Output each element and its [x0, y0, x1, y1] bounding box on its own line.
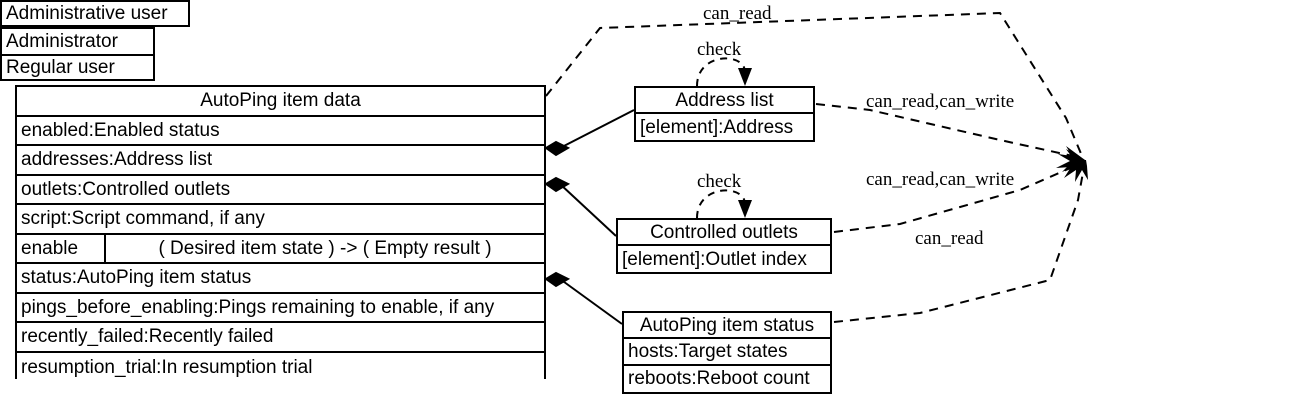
- class-title-administrative-user: Administrative user: [0, 0, 190, 27]
- class-title-autoping-item-data: AutoPing item data: [17, 87, 544, 117]
- access-edge-can-read-write-address-list: [815, 103, 1083, 159]
- edge-label-can-read-bottom: can_read: [915, 228, 984, 249]
- class-box-autoping-item-data[interactable]: AutoPing item data enabled:Enabled statu…: [15, 85, 546, 382]
- edge-label-can-read-top: can_read: [703, 3, 772, 24]
- access-arrowhead-cluster: [1056, 146, 1088, 182]
- composition-link-outlets: [544, 176, 617, 237]
- class-title-address-list: Address list: [636, 88, 813, 114]
- field-reboots[interactable]: reboots:Reboot count: [624, 365, 830, 392]
- field-status[interactable]: status:AutoPing item status: [17, 264, 544, 294]
- class-box-address-list[interactable]: Address list [element]:Address: [634, 86, 815, 142]
- class-box-administrative-user[interactable]: Administrative user Administrator Regula…: [0, 0, 190, 85]
- class-box-controlled-outlets[interactable]: Controlled outlets [element]:Outlet inde…: [616, 218, 832, 274]
- class-title-controlled-outlets: Controlled outlets: [618, 220, 830, 246]
- composition-link-status: [544, 271, 623, 325]
- edge-label-check-top: check: [697, 39, 742, 60]
- field-hosts[interactable]: hosts:Target states: [624, 339, 830, 366]
- field-outlets[interactable]: outlets:Controlled outlets: [17, 175, 544, 205]
- field-addresses[interactable]: addresses:Address list: [17, 146, 544, 176]
- class-box-autoping-item-status[interactable]: AutoPing item status hosts:Target states…: [622, 311, 832, 394]
- field-recently-failed[interactable]: recently_failed:Recently failed: [17, 323, 544, 353]
- composition-link-addresses: [544, 109, 635, 157]
- class-title-autoping-item-status: AutoPing item status: [624, 313, 830, 340]
- field-script[interactable]: script:Script command, if any: [17, 205, 544, 235]
- role-regular-user[interactable]: Regular user: [0, 54, 155, 81]
- check-loop-address-list: [696, 57, 752, 87]
- method-enable-signature: ( Desired item state ) -> ( Empty result…: [158, 237, 492, 259]
- field-resumption-trial[interactable]: resumption_trial:In resumption trial: [17, 352, 544, 382]
- field-pings-before-enabling[interactable]: pings_before_enabling:Pings remaining to…: [17, 293, 544, 323]
- field-outlet-index-element[interactable]: [element]:Outlet index: [618, 246, 830, 272]
- edge-label-can-read-can-write-mid: can_read,can_write: [866, 169, 1015, 190]
- method-enable-name: enable: [17, 234, 106, 262]
- field-enabled[interactable]: enabled:Enabled status: [17, 116, 544, 146]
- edge-label-can-read-can-write-top: can_read,can_write: [866, 91, 1015, 112]
- role-administrator[interactable]: Administrator: [0, 27, 155, 54]
- field-address-element[interactable]: [element]:Address: [636, 114, 813, 140]
- method-enable[interactable]: enable ( Desired item state ) -> ( Empty…: [17, 234, 544, 264]
- check-loop-controlled-outlets: [696, 189, 752, 219]
- edge-label-check-mid: check: [697, 171, 742, 192]
